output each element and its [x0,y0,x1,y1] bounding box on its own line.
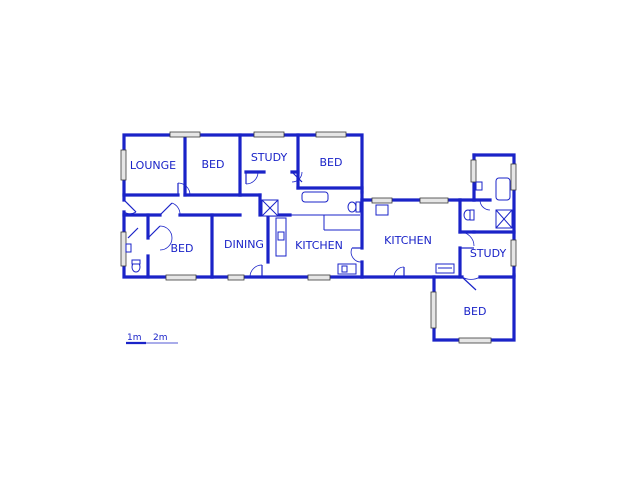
room-label-kitchen-2: KITCHEN [384,234,432,247]
scale-bar: 1m 2m [126,333,178,345]
room-label-bed-2: BED [320,156,343,169]
windows [120,131,517,344]
room-label-study-2: STUDY [470,247,507,260]
doors [123,171,491,291]
room-label-dining: DINING [224,238,264,251]
room-label-kitchen-1: KITCHEN [295,239,343,252]
room-label-study-1: STUDY [251,151,288,164]
fixtures [125,177,513,275]
room-label-bed-3: BED [171,242,194,255]
room-label-bed-4: BED [464,305,487,318]
scale-label-1m: 1m [127,333,142,343]
room-label-lounge: LOUNGE [130,159,176,172]
room-label-bed-1: BED [202,158,225,171]
scale-label-2m: 2m [153,333,168,343]
room-labels: LOUNGE BED STUDY BED BED DINING KITCHEN … [130,151,507,318]
interior-walls [122,133,516,279]
